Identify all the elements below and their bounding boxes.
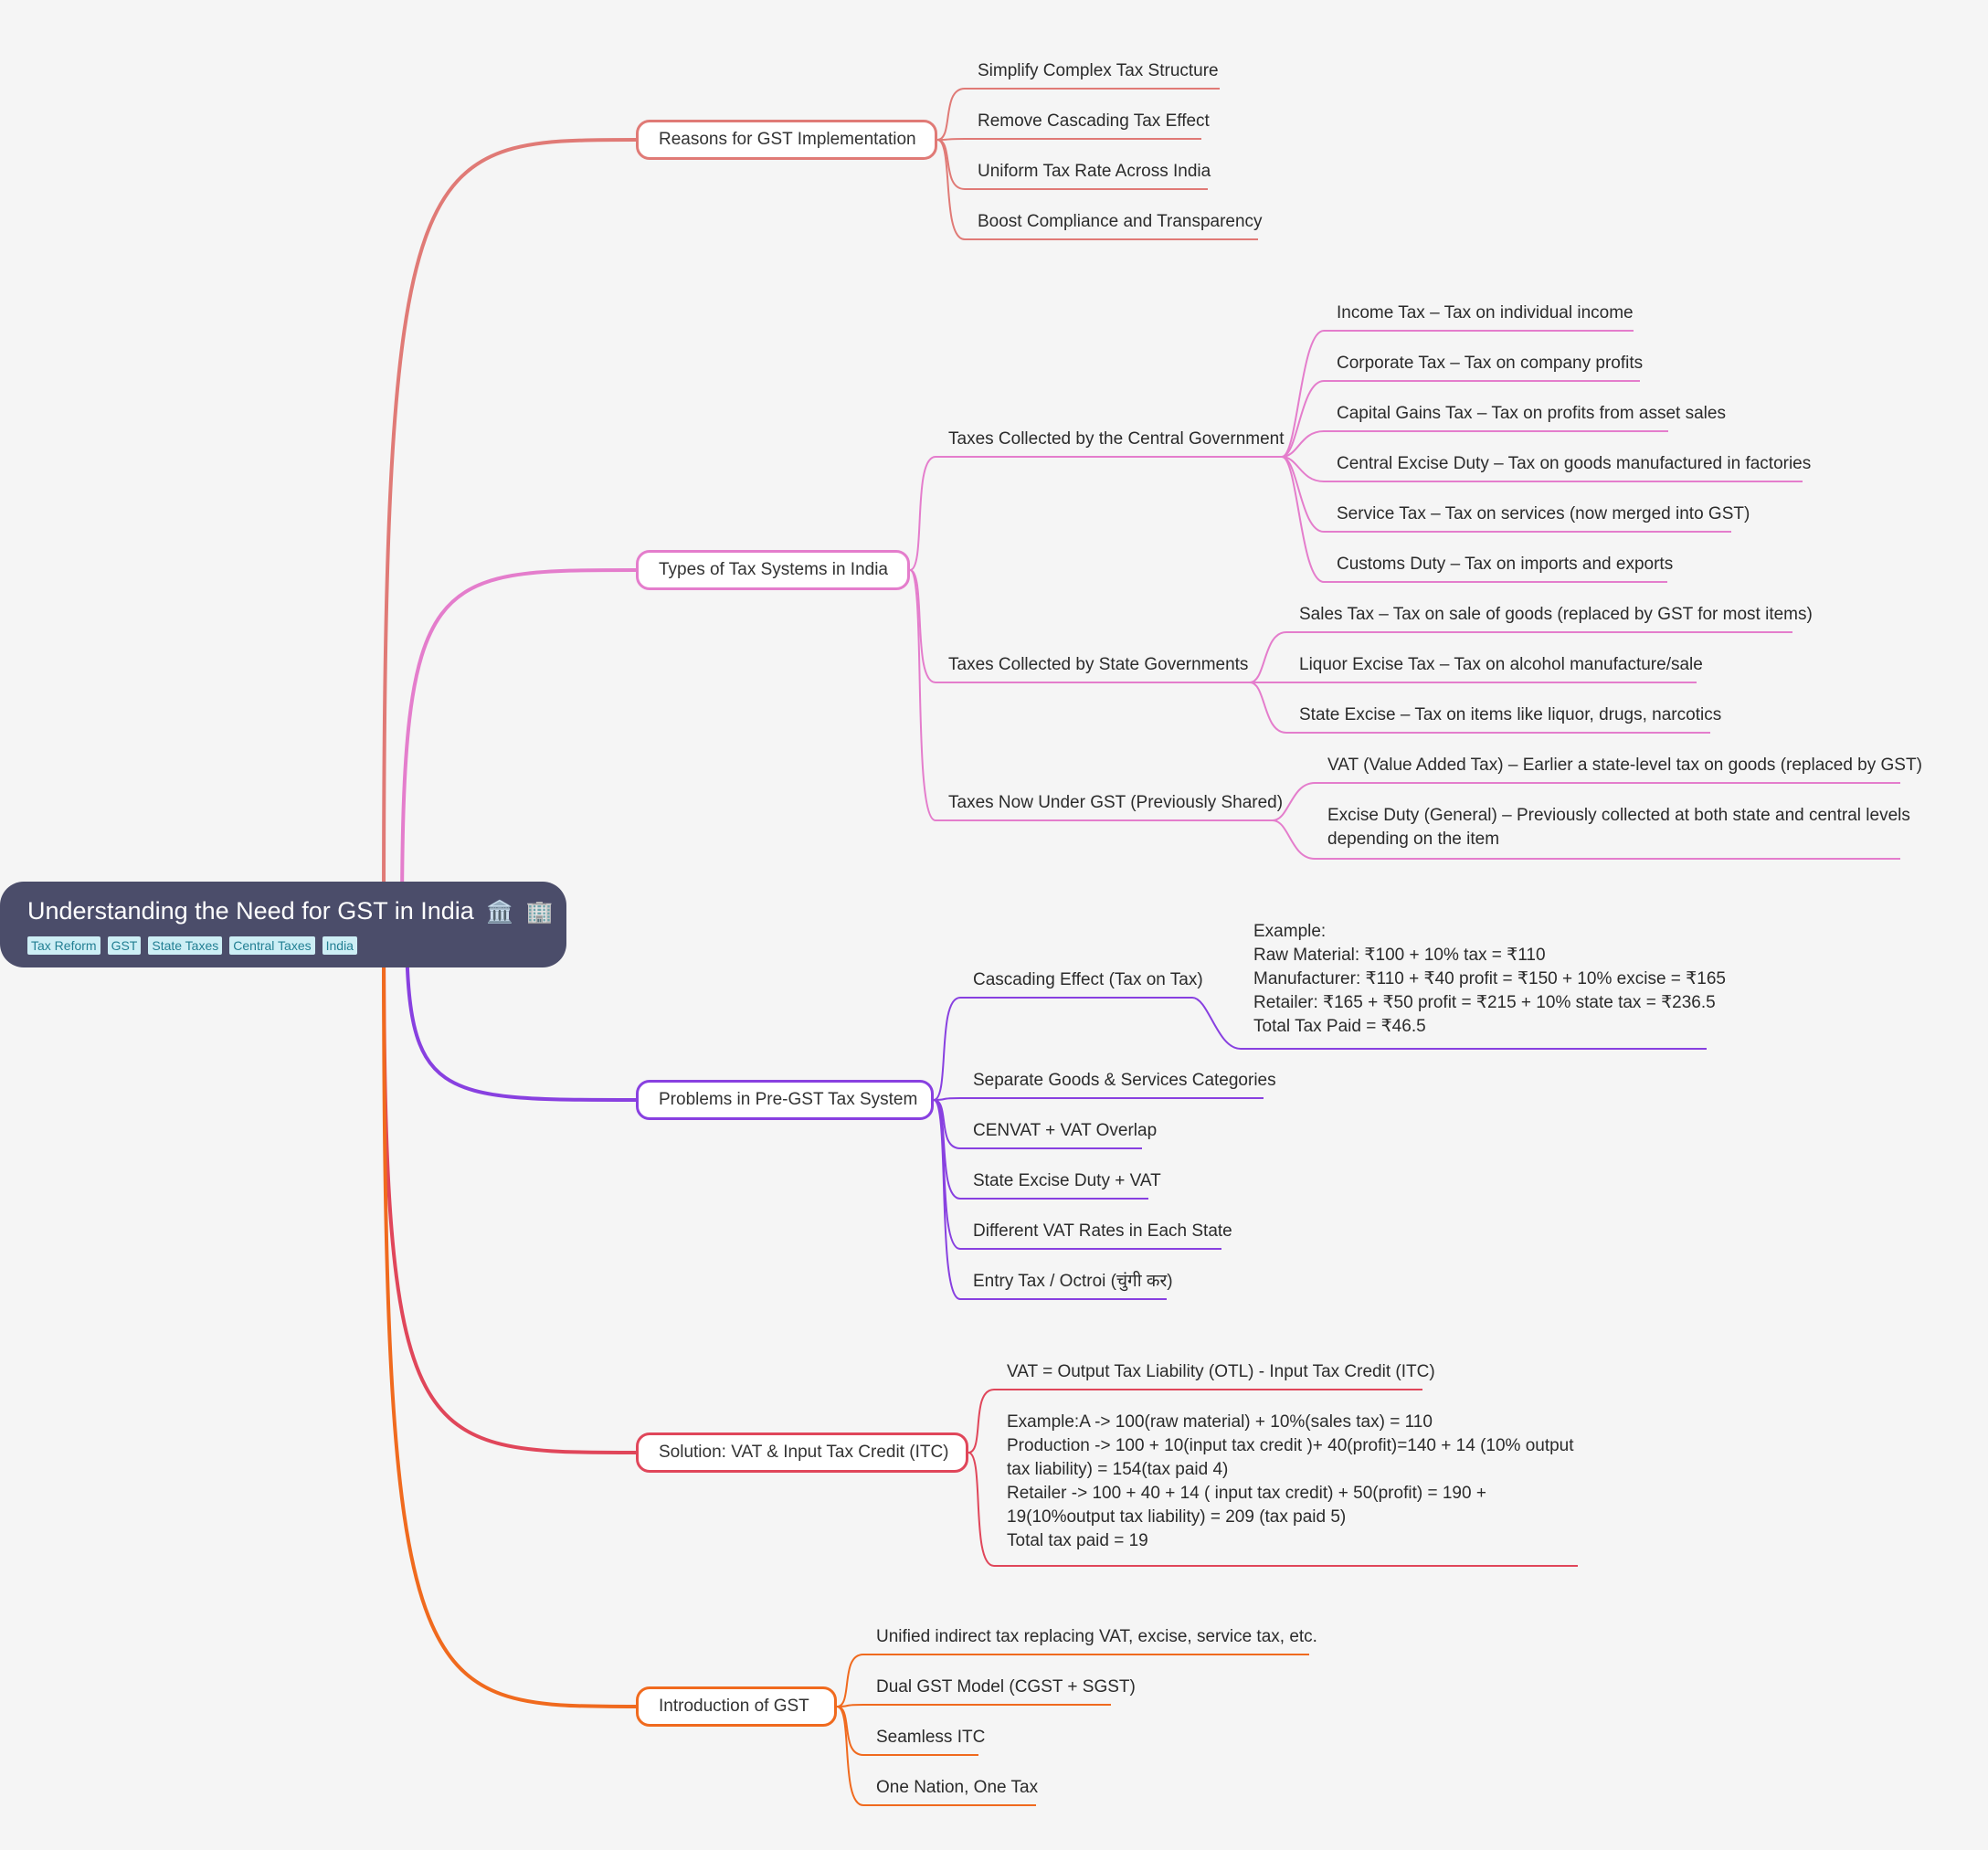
branch-reasons-for-gst[interactable]: Reasons for GST Implementation	[636, 120, 937, 160]
connector-line	[400, 568, 637, 924]
leaf-topic[interactable]: Income Tax – Tax on individual income	[1337, 303, 1634, 322]
subtopic[interactable]: Remove Cascading Tax Effect	[978, 111, 1210, 131]
subtopic[interactable]: Boost Compliance and Transparency	[978, 212, 1263, 231]
connector-line	[382, 138, 637, 924]
connector-line	[968, 1389, 1422, 1454]
leaf-topic[interactable]: Service Tax – Tax on services (now merge…	[1337, 504, 1750, 523]
branch-solution-vat-itc[interactable]: Solution: VAT & Input Tax Credit (ITC)	[636, 1432, 968, 1473]
tag[interactable]: State Taxes	[148, 936, 223, 955]
leaf-topic[interactable]: Central Excise Duty – Tax on goods manuf…	[1337, 454, 1812, 473]
tag[interactable]: Central Taxes	[229, 936, 315, 955]
connector-line	[1249, 682, 1710, 734]
subtopic[interactable]: Taxes Now Under GST (Previously Shared)	[948, 793, 1284, 812]
connector-line	[1272, 819, 1900, 860]
subtopic[interactable]: Simplify Complex Tax Structure	[978, 61, 1219, 80]
subtopic[interactable]: Uniform Tax Rate Across India	[978, 162, 1211, 181]
root-title-text: Understanding the Need for GST in India	[27, 897, 474, 925]
connector-line	[968, 1452, 1578, 1567]
connector-line	[933, 1099, 1167, 1300]
connector-line	[836, 1704, 1111, 1707]
leaf-topic[interactable]: Sales Tax – Tax on sale of goods (replac…	[1299, 605, 1813, 624]
leaf-topic[interactable]: Customs Duty – Tax on imports and export…	[1337, 555, 1674, 574]
connector-line	[909, 569, 1250, 683]
connector-line	[836, 1654, 1309, 1707]
tag[interactable]: Tax Reform	[27, 936, 100, 955]
government-building-icon: 🏛️	[486, 900, 514, 925]
cascading-example-note[interactable]: Example: Raw Material: ₹100 + 10% tax = …	[1253, 922, 1726, 1036]
connector-line	[1281, 456, 1667, 583]
subtopic[interactable]: Taxes Collected by State Governments	[948, 655, 1249, 674]
tag-list: Tax Reform GST State Taxes Central Taxes…	[27, 936, 539, 955]
connector-line	[933, 1097, 1264, 1101]
connector-line	[382, 922, 637, 1708]
leaf-topic[interactable]: State Excise – Tax on items like liquor,…	[1299, 705, 1722, 724]
subtopic[interactable]: Cascading Effect (Tax on Tax)	[973, 970, 1203, 989]
leaf-topic[interactable]: Excise Duty (General) – Previously colle…	[1327, 806, 1910, 849]
office-building-icon: 🏢	[525, 900, 554, 925]
connector-line	[1249, 631, 1792, 683]
subtopic[interactable]: Unified indirect tax replacing VAT, exci…	[876, 1627, 1317, 1646]
branch-types-of-tax-systems[interactable]: Types of Tax Systems in India	[636, 550, 910, 590]
subtopic[interactable]: CENVAT + VAT Overlap	[973, 1121, 1158, 1140]
connector-line	[1281, 456, 1803, 482]
connector-line	[405, 922, 637, 1102]
subtopic[interactable]: Entry Tax / Octroi (चुंगी कर)	[973, 1272, 1173, 1291]
connector-line	[1272, 782, 1900, 821]
tag[interactable]: GST	[107, 936, 142, 955]
subtopic[interactable]: Taxes Collected by the Central Governmen…	[948, 429, 1285, 449]
tag[interactable]: India	[322, 936, 357, 955]
branch-introduction-of-gst[interactable]: Introduction of GST	[636, 1686, 837, 1727]
leaf-topic[interactable]: Liquor Excise Tax – Tax on alcohol manuf…	[1299, 655, 1703, 674]
subtopic[interactable]: One Nation, One Tax	[876, 1778, 1039, 1797]
connector-line	[909, 456, 1282, 571]
connector-line	[382, 922, 637, 1454]
connector-line	[1191, 997, 1707, 1050]
connector-line	[1281, 330, 1634, 458]
subtopic[interactable]: Seamless ITC	[876, 1728, 986, 1747]
root-topic[interactable]: Understanding the Need for GST in India …	[0, 882, 566, 967]
branch-problems-pre-gst[interactable]: Problems in Pre-GST Tax System	[636, 1080, 934, 1120]
connector-line	[1281, 380, 1640, 458]
subtopic[interactable]: Dual GST Model (CGST + SGST)	[876, 1677, 1136, 1697]
subtopic[interactable]: Different VAT Rates in Each State	[973, 1221, 1232, 1241]
connector-line	[936, 138, 1201, 141]
connector-line	[836, 1706, 1036, 1806]
connector-line	[936, 139, 1258, 240]
leaf-topic[interactable]: VAT (Value Added Tax) – Earlier a state-…	[1327, 756, 1922, 775]
subtopic[interactable]: Separate Goods & Services Categories	[973, 1071, 1276, 1090]
connector-line	[909, 569, 1273, 821]
leaf-topic[interactable]: Corporate Tax – Tax on company profits	[1337, 354, 1644, 373]
connector-line	[1281, 430, 1668, 458]
connector-line	[936, 88, 1220, 141]
subtopic[interactable]: VAT = Output Tax Liability (OTL) - Input…	[1007, 1362, 1435, 1381]
connector-line	[933, 997, 1192, 1101]
subtopic[interactable]: State Excise Duty + VAT	[973, 1171, 1161, 1190]
root-title: Understanding the Need for GST in India …	[27, 894, 554, 929]
leaf-topic[interactable]: Capital Gains Tax – Tax on profits from …	[1337, 404, 1726, 423]
itc-example-note[interactable]: Example:A -> 100(raw material) + 10%(sal…	[1007, 1412, 1574, 1550]
